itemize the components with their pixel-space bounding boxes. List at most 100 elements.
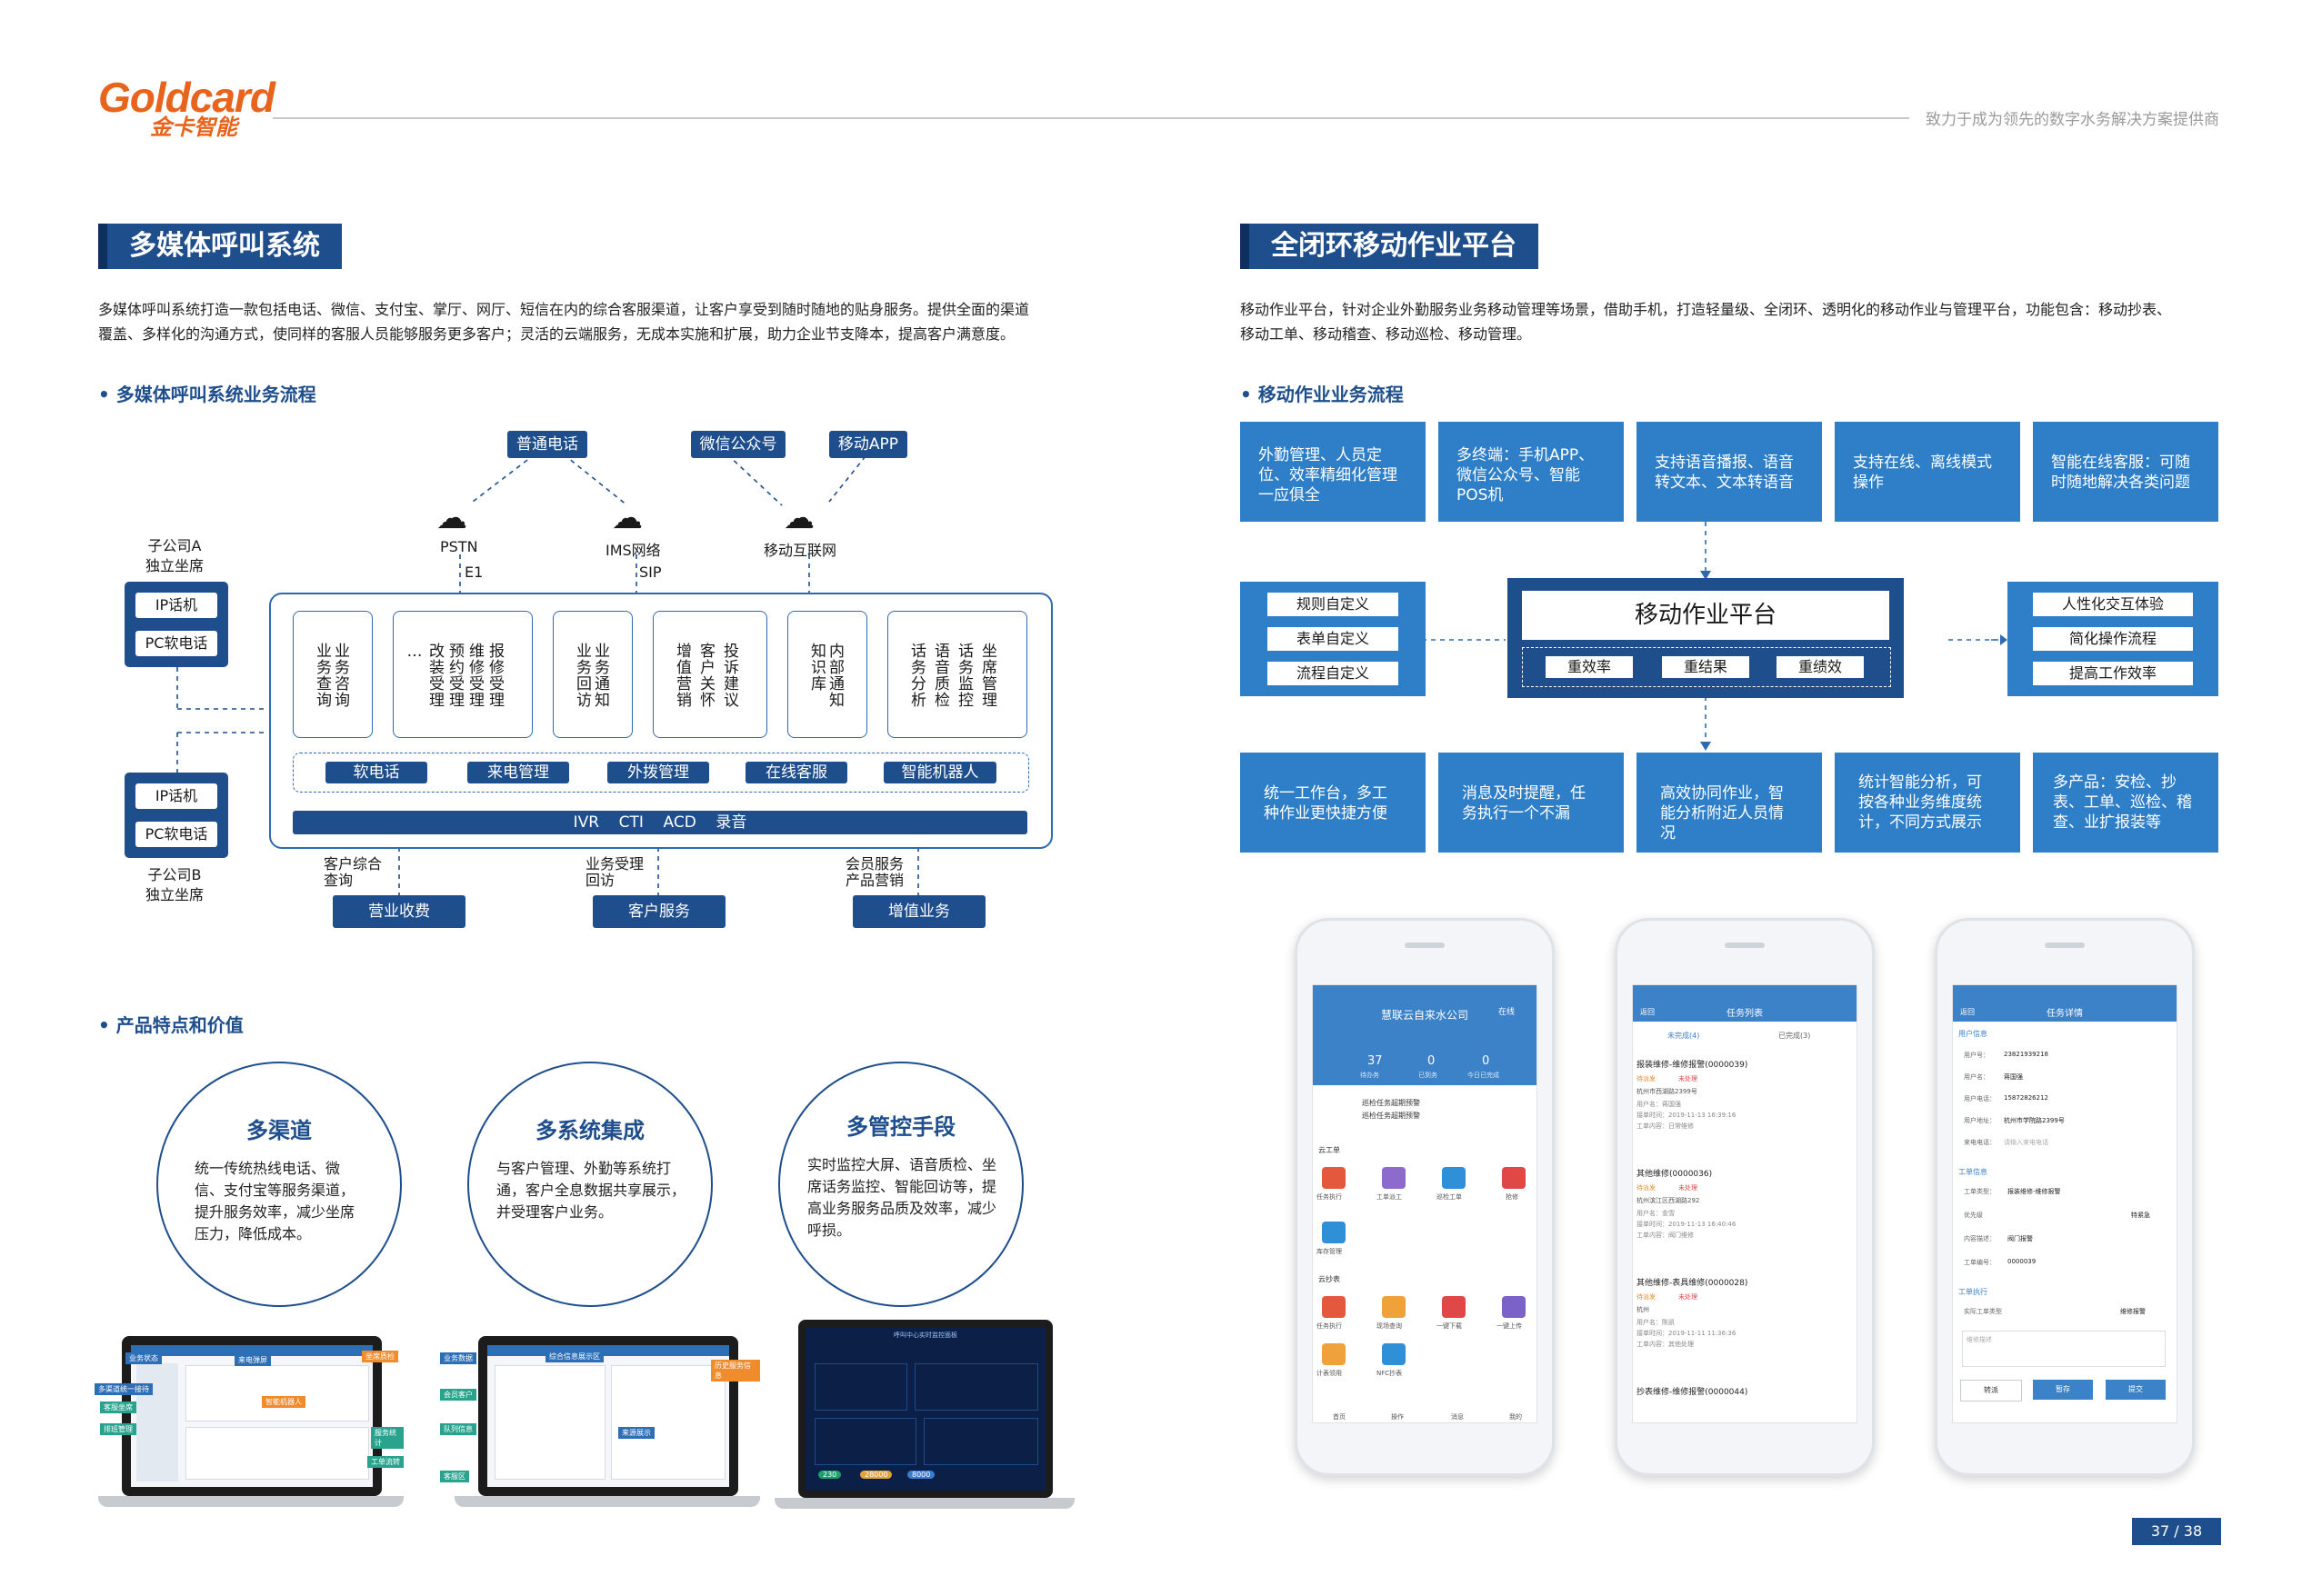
dashboard-chart [815,1418,916,1465]
bottom-tab[interactable]: 操作 [1391,1413,1404,1421]
module-text: 坐席管理 [978,643,996,708]
laptop-screen [131,1345,373,1487]
notice-item[interactable]: 巡检任务超期预警 [1362,1112,1420,1120]
top-box-multi-terminal: 多终端：手机APP、微信公众号、智能POS机 [1438,422,1624,522]
feature-circle-integration: 多系统集成 与客户管理、外勤等系统打通，客户全息数据共享展示，并受理客户业务。 [467,1062,713,1307]
config-item: 流程自定义 [1267,662,1398,685]
module-text: 话务监控 [955,643,973,708]
field-label: 实际工单类型 [1964,1308,2002,1315]
task-content: 工单内容：阀门维修 [1636,1232,1694,1239]
grid-label: 工单派工 [1376,1193,1402,1201]
right-section-title: 全闭环移动作业平台 [1240,224,1538,269]
app-topbar [487,1345,729,1356]
label-chip: 坐席质检 [362,1351,398,1362]
task-tag: 待派发 [1636,1293,1656,1301]
config-item: 规则自定义 [1267,593,1398,616]
right-intro: 移动作业平台，针对企业外勤服务业务移动管理等场景，借助手机，打造轻量级、全闭环、… [1240,301,2172,343]
feature-body: 与客户管理、外勤等系统打通，客户全息数据共享展示，并受理客户业务。 [496,1160,686,1221]
task-title[interactable]: 其他维修(0000036) [1636,1170,1713,1179]
field-label: 用户号： [1964,1052,1989,1059]
task-icon[interactable] [1322,1167,1346,1189]
bottom-box-collaboration: 高效协同作业，智能分析附近人员情况 [1636,753,1822,853]
config-item: 表单自定义 [1267,627,1398,651]
cloud-label-mobile-internet: 移动互联网 [764,542,837,559]
call-system-flow-diagram: 普通电话 微信公众号 移动APP ☁ ☁ ☁ PSTN IMS网络 移动互联网 … [0,0,1091,982]
task-title[interactable]: 抄表维修-维修报警(0000044) [1636,1388,1748,1397]
submit-button[interactable]: 提交 [2106,1380,2166,1400]
feature-body: 实时监控大屏、语音质检、坐席话务监控、智能回访等，提高业务服务品质及效率，减少呼… [807,1156,997,1239]
grid-section-title: 云抄表 [1318,1275,1340,1283]
field-value: 23821939218 [2004,1051,2048,1058]
tool-online-service: 在线客服 [746,762,847,783]
module-col-seat: 话务分析 语音质检 话务监控 坐席管理 [887,611,1027,738]
upload-icon[interactable] [1502,1296,1526,1318]
module-text: 改装受理 [425,643,444,708]
tool-outbound: 外拨管理 [607,762,709,783]
box-text: 支持语音播报、语音转文本、文本转语音 [1655,454,1794,492]
meter-task-icon[interactable] [1322,1296,1346,1318]
detail-section-title: 工单信息 [1958,1168,1987,1176]
module-text: 业务回访 [573,643,591,708]
bottom-tab[interactable]: 消息 [1451,1413,1464,1421]
label-chip: 综合信息展示区 [545,1351,604,1362]
repair-icon[interactable] [1502,1167,1526,1189]
tag-customer-service: 客户服务 [593,895,726,928]
cloud-icon: ☁ [436,500,467,536]
box-text: 智能在线客服：可随时随地解决各类问题 [2051,454,2190,492]
home-title: 慧联云自来水公司 [1380,1009,1468,1022]
grid-label: 一键下载 [1436,1322,1462,1330]
download-icon[interactable] [1442,1296,1466,1318]
grid-label: 现场查询 [1376,1322,1402,1330]
back-button[interactable]: 返回 [1960,1008,1975,1016]
task-tag: 未处理 [1678,1075,1697,1082]
module-text: 内部通知 [826,643,844,708]
incoming-phone-input[interactable]: 请输入来电电话 [2004,1139,2048,1146]
back-button[interactable]: 返回 [1640,1008,1655,1016]
laptop-screen: 呼叫中心实时监控面板 230 28000 8000 [806,1327,1046,1491]
meter-receive-icon[interactable] [1322,1343,1346,1365]
save-draft-button[interactable]: 暂存 [2033,1380,2093,1400]
inventory-icon[interactable] [1322,1222,1346,1243]
laptop-screen [487,1345,729,1487]
transfer-button[interactable]: 转派 [1960,1380,2022,1401]
notice-item[interactable]: 巡检任务超期预警 [1362,1099,1420,1107]
right-flow-heading: 移动作业业务流程 [1240,380,1404,406]
nfc-icon[interactable] [1382,1343,1406,1365]
task-title[interactable]: 报装维修-维修报警(0000039) [1636,1061,1748,1070]
box-text: 消息及时提醒，任务执行一个不漏 [1462,784,1586,823]
phone-screen: 返回 任务详情 用户信息 用户号： 23821939218 用户名： 蒋国强 用… [1952,984,2177,1423]
task-user: 用户名：金雪 [1636,1210,1675,1217]
field-label: 用户地址： [1964,1117,1996,1124]
bottom-tab[interactable]: 我的 [1509,1413,1522,1421]
field-label: 来电电话： [1964,1139,1996,1146]
field-query-icon[interactable] [1382,1296,1406,1318]
tool-softphone: 软电话 [325,762,427,783]
label-chip: 多渠道统一接待 [95,1383,153,1395]
online-toggle[interactable]: 在线 [1498,1008,1516,1017]
field-value: 报装维修-维修报警 [2007,1188,2061,1195]
field-value: 阀门报警 [2007,1235,2033,1242]
laptop-agent-console: 业务状态 来电弹屏 多渠道统一接待 坐席质检 智能机器人 客服坐席 排班管理 服… [95,1336,404,1518]
bottom-tab[interactable]: 首页 [1333,1413,1346,1421]
task-title[interactable]: 其他维修-表具维修(0000028) [1636,1279,1748,1288]
dashboard-panel [915,1363,1038,1411]
task-time: 接单时间：2019-11-13 16:39:16 [1636,1112,1736,1119]
tab-incomplete[interactable]: 未完成(4) [1667,1032,1700,1040]
task-user: 用户名：蒋国强 [1636,1101,1681,1108]
tab-completed[interactable]: 已完成(3) [1778,1032,1811,1040]
app-sidebar [136,1363,178,1481]
module-text: 预约受理 [445,643,464,708]
inspection-icon[interactable] [1442,1167,1466,1189]
label-chip: 业务状态 [125,1352,162,1364]
grid-label: 计表领用 [1316,1370,1342,1377]
grid-label: 库存管理 [1316,1248,1342,1255]
tag-wechat-official: 微信公众号 [691,431,786,458]
repair-description-input[interactable]: 维修描述 [1962,1331,2166,1367]
bottom-box-workbench: 统一工作台，多工种作业更快捷方便 [1240,753,1426,853]
module-col-knowledge: 知识库 内部通知 [787,611,867,738]
detail-section-title: 工单执行 [1958,1288,1987,1296]
bottom-label-member: 会员服务 产品营销 [846,855,905,889]
dispatch-icon[interactable] [1382,1167,1406,1189]
task-tag: 待派发 [1636,1184,1656,1192]
label-chip: 智能机器人 [262,1396,305,1408]
